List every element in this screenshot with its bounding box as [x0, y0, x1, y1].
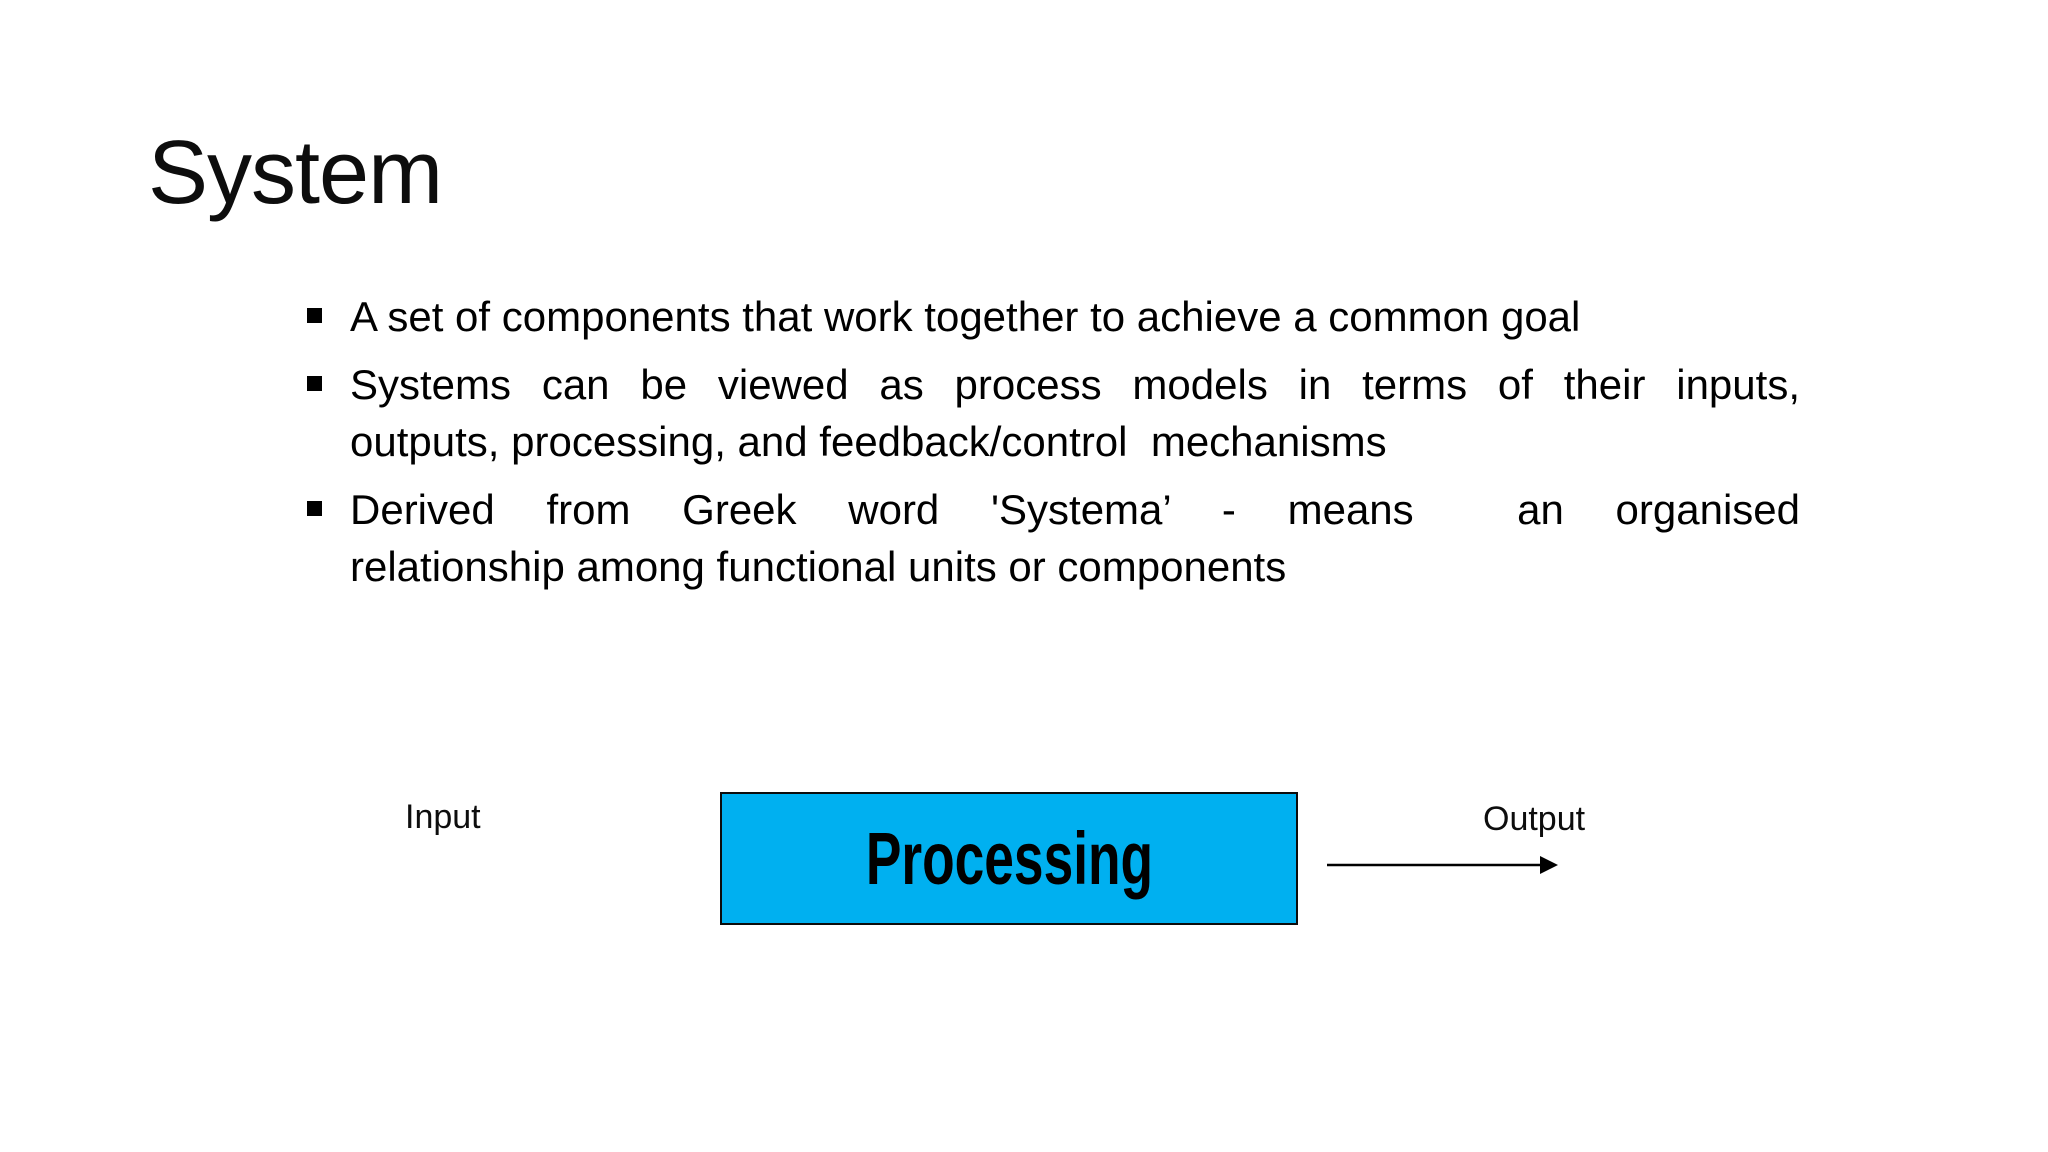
slide-title: System	[148, 123, 443, 223]
arrow-right-icon	[1327, 856, 1558, 874]
bullet-text: Systems can be viewed as process models …	[350, 356, 1800, 470]
bullet-item: Derived from Greek word 'Systema’ - mean…	[305, 481, 1800, 595]
bullet-list: A set of components that work together t…	[305, 288, 1800, 595]
input-label: Input	[405, 798, 481, 836]
bullet-text: Derived from Greek word 'Systema’ - mean…	[350, 481, 1800, 595]
bullet-line: Derived from Greek word 'Systema’ - mean…	[350, 486, 1800, 533]
bullet-line: Systems can be viewed as process models …	[350, 361, 1800, 408]
bullet-line: outputs, processing, and feedback/contro…	[350, 418, 1387, 465]
bullet-item: A set of components that work together t…	[305, 288, 1800, 345]
bullet-marker-icon	[307, 376, 322, 391]
processing-box: Processing	[720, 792, 1298, 925]
bullet-item: Systems can be viewed as process models …	[305, 356, 1800, 470]
bullet-marker-icon	[307, 501, 322, 516]
output-label: Output	[1483, 800, 1586, 838]
bullet-line: relationship among functional units or c…	[350, 543, 1287, 590]
processing-label: Processing	[865, 816, 1153, 900]
bullet-marker-icon	[307, 308, 322, 323]
bullet-text: A set of components that work together t…	[350, 288, 1800, 345]
bullet-line: A set of components that work together t…	[350, 293, 1581, 340]
